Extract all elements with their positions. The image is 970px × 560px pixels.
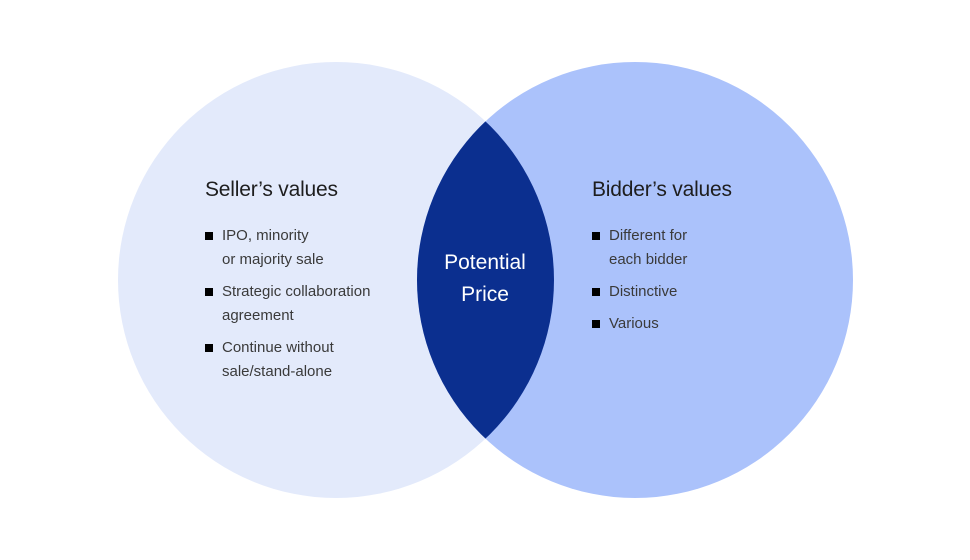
- potential-price-label: Potential Price: [444, 251, 526, 306]
- bidder-values-list: Different for each bidder Distinctive Va…: [592, 224, 792, 344]
- list-item-text: Strategic collaboration agreement: [222, 283, 371, 324]
- square-bullet-icon: [592, 320, 600, 328]
- seller-values-list: IPO, minority or majority sale Strategic…: [205, 224, 405, 392]
- list-item-text: Continue without sale/stand-alone: [222, 339, 334, 380]
- list-item-text: IPO, minority or majority sale: [222, 227, 324, 268]
- list-item: Strategic collaboration agreement: [205, 280, 405, 328]
- seller-values-circle: [118, 62, 554, 498]
- list-item-text: Different for each bidder: [609, 227, 688, 268]
- list-item-text: Distinctive: [609, 283, 678, 300]
- bidder-values-circle: [417, 62, 853, 498]
- seller-values-title: Seller’s values: [205, 178, 338, 201]
- list-item: IPO, minority or majority sale: [205, 224, 405, 272]
- list-item: Various: [592, 312, 792, 336]
- list-item-text: Various: [609, 315, 659, 332]
- square-bullet-icon: [205, 344, 213, 352]
- list-item: Different for each bidder: [592, 224, 792, 272]
- square-bullet-icon: [592, 232, 600, 240]
- square-bullet-icon: [592, 288, 600, 296]
- list-item: Distinctive: [592, 280, 792, 304]
- list-item: Continue without sale/stand-alone: [205, 336, 405, 384]
- square-bullet-icon: [205, 288, 213, 296]
- square-bullet-icon: [205, 232, 213, 240]
- bidder-values-title: Bidder’s values: [592, 178, 732, 201]
